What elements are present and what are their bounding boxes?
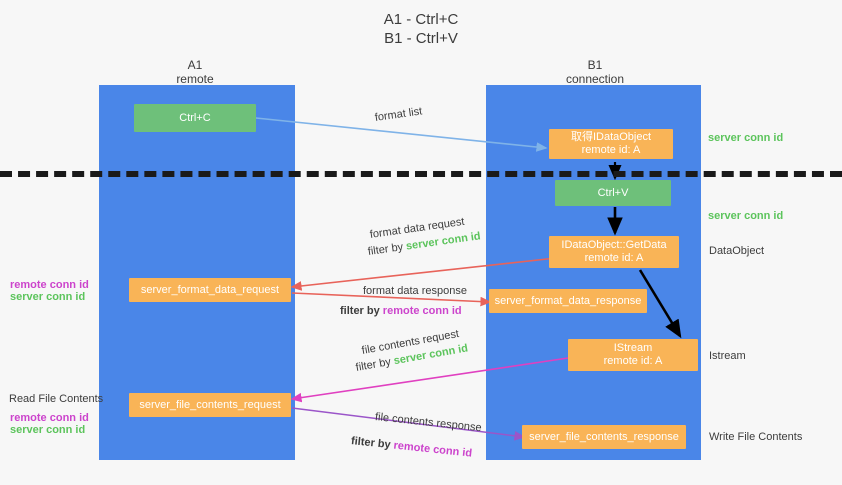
box-ctrl-v-label: Ctrl+V — [597, 186, 629, 199]
box-idataobject-getdata-line1: IDataObject::GetData — [561, 239, 667, 251]
edge-label-filter-remote-conn-1: filter by remote conn id — [340, 305, 462, 318]
side-label-write-file-contents: Write File Contents — [709, 431, 803, 443]
box-server-format-data-response-label: server_format_data_response — [494, 294, 642, 307]
box-server-file-contents-request[interactable]: server_file_contents_request — [129, 393, 291, 417]
filter-by-text-2: filter by — [340, 305, 383, 317]
side-label-read-file-contents: Read File Contents — [9, 393, 104, 405]
side-label-dataobject: DataObject — [709, 245, 765, 257]
box-istream[interactable]: IStream remote id: A — [568, 339, 698, 371]
filter-by-text-3: filter by — [354, 355, 395, 374]
box-server-format-data-request[interactable]: server_format_data_request — [129, 278, 291, 302]
box-server-format-data-response[interactable]: server_format_data_response — [489, 289, 647, 313]
box-idataobject-set-line2: remote id: A — [581, 144, 641, 156]
edge-label-format-data-response: format data response — [363, 285, 467, 297]
column-header-a1: A1 remote — [176, 58, 214, 86]
side-label-server-conn-1: server conn id — [708, 132, 784, 144]
box-ctrl-v[interactable]: Ctrl+V — [555, 180, 671, 206]
box-server-file-contents-request-label: server_file_contents_request — [139, 398, 281, 411]
edge-label-file-contents-response: file contents response — [374, 411, 483, 435]
side-label-left-remote-conn-1: remote conn id — [10, 279, 89, 291]
box-idataobject-getdata-line2: remote id: A — [584, 252, 644, 264]
box-istream-line1: IStream — [613, 342, 653, 354]
box-ctrl-c[interactable]: Ctrl+C — [134, 104, 256, 132]
remote-conn-id-text-2: remote conn id — [392, 439, 473, 460]
filter-by-text-4: filter by — [350, 435, 395, 452]
box-server-format-data-request-label: server_format_data_request — [140, 283, 280, 296]
side-label-server-conn-2: server conn id — [708, 210, 784, 222]
column-header-b1: B1 connection — [565, 58, 625, 86]
filter-by-text-1: filter by — [367, 240, 407, 258]
page-title: A1 - Ctrl+C B1 - Ctrl+V — [383, 11, 459, 47]
box-idataobject-set-line1: 取得IDataObject — [570, 131, 652, 143]
side-label-left-server-conn-2: server conn id — [10, 424, 86, 436]
side-label-left-server-conn-1: server conn id — [10, 291, 86, 303]
process-divider — [0, 171, 842, 177]
box-ctrl-c-label: Ctrl+C — [179, 111, 211, 124]
box-istream-line2: remote id: A — [603, 355, 663, 367]
box-idataobject-getdata[interactable]: IDataObject::GetData remote id: A — [549, 236, 679, 268]
box-idataobject-set[interactable]: 取得IDataObject remote id: A — [549, 129, 673, 159]
side-label-left-remote-conn-2: remote conn id — [10, 412, 89, 424]
box-server-file-contents-response[interactable]: server_file_contents_response — [522, 425, 686, 449]
side-label-istream: Istream — [709, 350, 746, 362]
remote-conn-id-text-1: remote conn id — [382, 305, 462, 317]
edge-label-format-list: format list — [374, 105, 423, 124]
edge-label-filter-remote-conn-2: filter by remote conn id — [350, 435, 472, 461]
box-server-file-contents-response-label: server_file_contents_response — [529, 430, 679, 443]
